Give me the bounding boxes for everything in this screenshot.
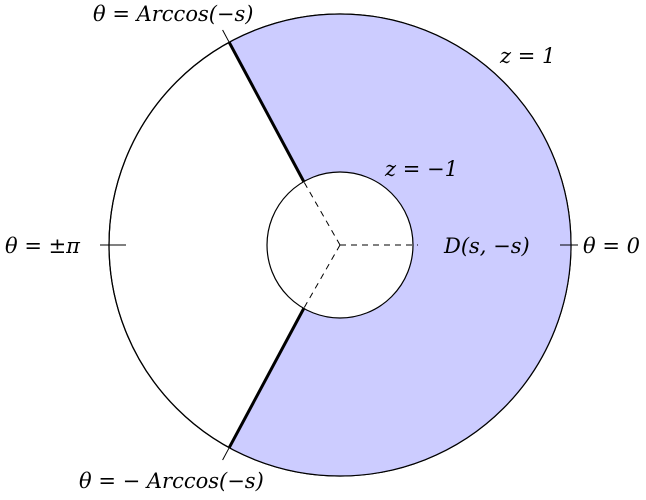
region-label: D(s, −s) xyxy=(443,234,530,258)
top-boundary-label: θ = Arccos(−s) xyxy=(93,2,254,26)
dashed-lower-ray xyxy=(303,244,341,309)
right-angle-label: θ = 0 xyxy=(583,234,640,258)
lower-ray-tick xyxy=(222,447,230,461)
upper-ray-tick xyxy=(222,29,230,43)
outer-circle-label: z = 1 xyxy=(499,44,555,68)
dashed-upper-ray xyxy=(303,181,341,246)
lower-boundary-ray xyxy=(227,307,306,449)
left-angle-label: θ = ±π xyxy=(5,234,81,258)
inner-circle-label: z = −1 xyxy=(384,157,458,181)
bottom-boundary-label: θ = − Arccos(−s) xyxy=(79,469,264,493)
upper-boundary-ray xyxy=(227,41,306,183)
